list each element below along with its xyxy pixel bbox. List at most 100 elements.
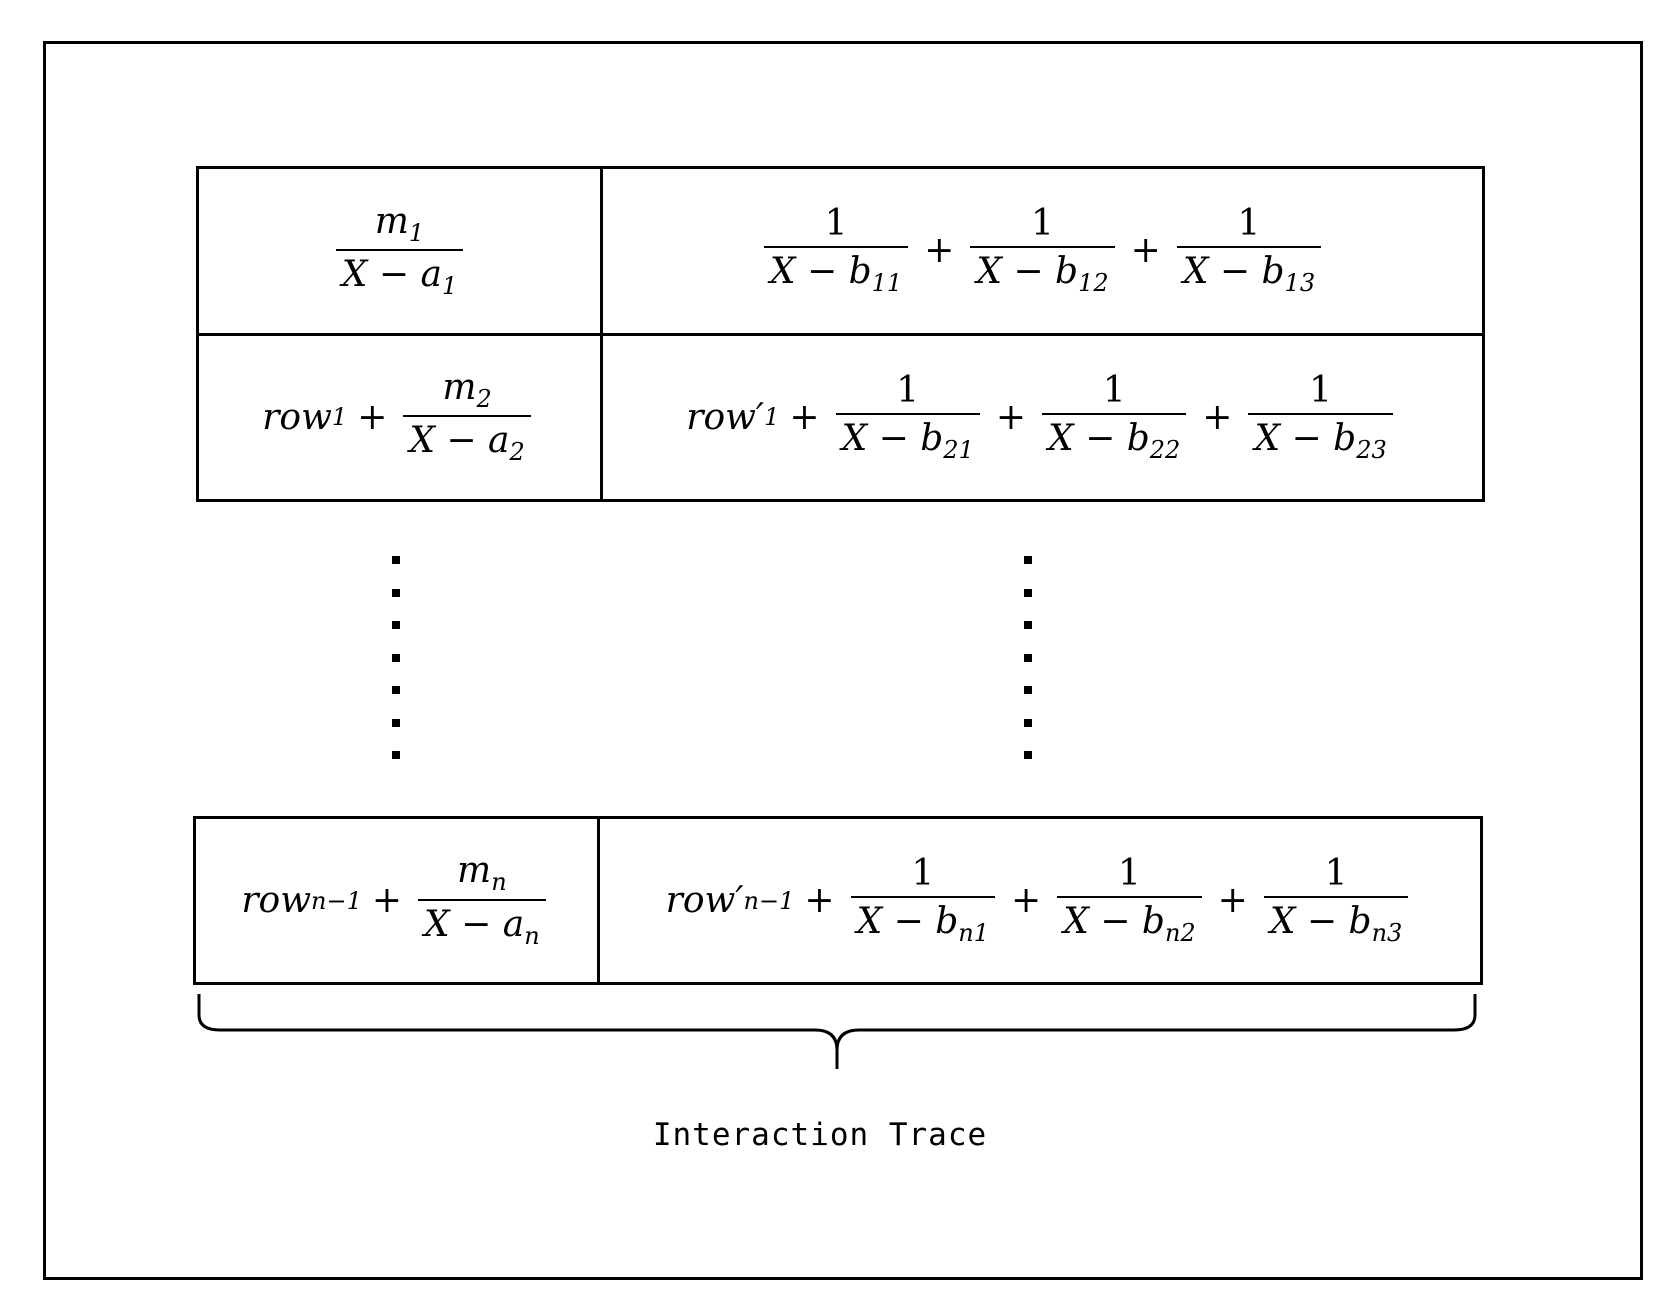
fraction-denominator: X − b13 xyxy=(1176,246,1322,298)
denominator-expr: X − b xyxy=(841,417,944,459)
numerator-value: 1 xyxy=(911,852,935,894)
denominator-expr: X − b xyxy=(1269,900,1372,942)
denominator-expr: X − a xyxy=(424,903,525,945)
denominator-expr-subscript: 13 xyxy=(1284,269,1316,298)
numerator-var: m xyxy=(374,200,409,242)
plus-sign: + xyxy=(789,396,820,438)
plus-sign: + xyxy=(924,230,955,272)
denominator-expr-subscript: n1 xyxy=(958,919,990,948)
denominator-expr-subscript: n2 xyxy=(1164,919,1196,948)
ellipsis-dot xyxy=(392,588,400,597)
fraction-numerator: 1 xyxy=(819,206,854,246)
fraction-denominator: X − b12 xyxy=(970,246,1115,298)
numerator-value: 1 xyxy=(1102,369,1126,411)
numerator-value: 1 xyxy=(1309,369,1333,411)
numerator-var-subscript: 1 xyxy=(408,218,425,247)
denominator-expr-subscript: 1 xyxy=(441,271,458,300)
plus-sign: + xyxy=(1217,880,1248,921)
denominator-expr: X − b xyxy=(1182,251,1285,293)
fraction: 1 X − b23 xyxy=(1248,369,1393,464)
fraction-numerator: 1 xyxy=(1097,369,1132,413)
fraction-denominator: X − bn2 xyxy=(1057,895,1202,948)
fraction-denominator: X − b21 xyxy=(835,412,980,464)
row-accumulator-subscript: n−1 xyxy=(311,886,362,915)
numerator-value: 1 xyxy=(1237,203,1261,245)
denominator-expr: X − b xyxy=(856,900,959,942)
ellipsis-dot xyxy=(392,556,400,564)
ellipsis-dot xyxy=(392,718,400,727)
row-accumulator: row xyxy=(262,396,332,438)
fraction-denominator: X − a1 xyxy=(335,248,464,300)
denominator-expr-subscript: 22 xyxy=(1149,435,1181,464)
fraction-denominator: X − bn1 xyxy=(850,895,996,948)
fraction-denominator: X − b11 xyxy=(763,246,909,298)
denominator-expr-subscript: 12 xyxy=(1078,269,1109,298)
denominator-expr-subscript: 23 xyxy=(1356,435,1387,464)
plus-sign: + xyxy=(1011,880,1042,921)
plus-sign: + xyxy=(1202,396,1233,438)
fraction-numerator: m1 xyxy=(369,200,430,249)
ellipsis-dot xyxy=(1024,718,1032,727)
row-accumulator: row xyxy=(241,880,312,921)
fraction-numerator: 1 xyxy=(1112,852,1147,896)
denominator-expr: X − b xyxy=(1254,417,1357,459)
fraction-numerator: 1 xyxy=(905,852,940,896)
denominator-expr-subscript: 2 xyxy=(509,438,525,467)
plus-sign: + xyxy=(357,396,388,438)
fraction-denominator: X − a2 xyxy=(403,415,531,467)
fraction-numerator: m2 xyxy=(436,370,497,415)
caption-interaction-trace: Interaction Trace xyxy=(652,1117,988,1153)
denominator-expr: X − b xyxy=(1063,900,1165,942)
numerator-var: m xyxy=(442,367,477,409)
ellipsis-dot xyxy=(1024,653,1032,662)
ellipsis-dot xyxy=(392,686,400,694)
ellipsis-dot xyxy=(1024,588,1032,597)
denominator-expr: X − b xyxy=(1048,417,1150,459)
ellipsis-dot xyxy=(392,751,400,759)
denominator-expr-subscript: 21 xyxy=(943,435,974,464)
ellipsis-dot xyxy=(1024,621,1032,629)
numerator-var-subscript: 2 xyxy=(476,385,492,414)
numerator-value: 1 xyxy=(896,369,920,411)
denominator-expr-subscript: 11 xyxy=(871,269,903,298)
brace-path xyxy=(197,994,1477,1069)
row-accumulator-subscript: 1 xyxy=(331,403,348,432)
numerator-value: 1 xyxy=(1031,203,1054,245)
denominator-expr: X − a xyxy=(409,420,510,462)
ellipsis-dot xyxy=(392,621,400,629)
plus-sign: + xyxy=(804,880,835,921)
diagram-frame xyxy=(43,41,1643,1280)
numerator-value: 1 xyxy=(824,203,848,245)
plus-sign: + xyxy=(995,396,1027,438)
fraction-numerator: 1 xyxy=(890,369,925,413)
row-prime-accumulator-subscript: n−1 xyxy=(743,886,795,915)
numerator-value: 1 xyxy=(1117,852,1141,894)
numerator-value: 1 xyxy=(1324,852,1348,894)
plus-sign: + xyxy=(1130,230,1161,272)
denominator-expr-subscript: n xyxy=(524,921,540,950)
denominator-expr-subscript: n3 xyxy=(1371,919,1403,948)
fraction-numerator: 1 xyxy=(1319,852,1354,896)
numerator-var-subscript: n xyxy=(491,868,507,897)
row-prime-accumulator: row′ xyxy=(665,880,744,921)
plus-sign: + xyxy=(371,880,403,921)
fraction-denominator: X − b22 xyxy=(1042,412,1187,464)
fraction-numerator: mn xyxy=(451,853,513,898)
